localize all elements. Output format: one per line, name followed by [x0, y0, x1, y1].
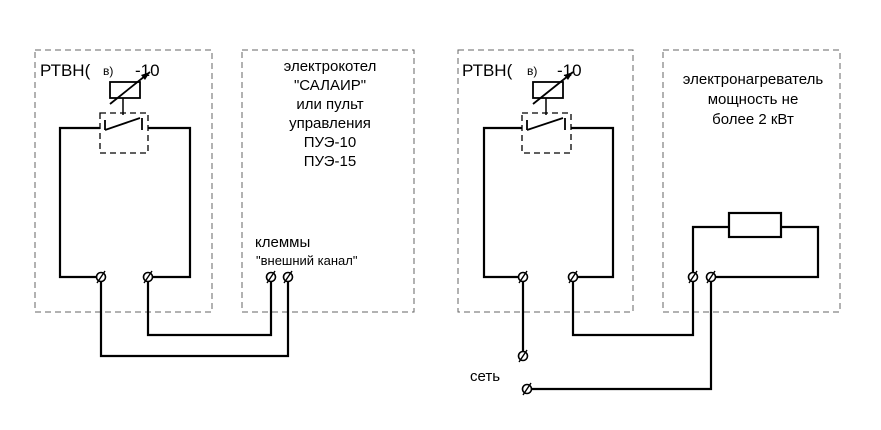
left-loop-wire-1 — [58, 126, 101, 279]
boiler-line-5: ПУЭ-10 — [304, 134, 356, 151]
left-thermostat-symbol — [99, 71, 151, 154]
right-arrowhead — [564, 72, 573, 80]
terminals-label: клеммы — [255, 234, 310, 251]
left-device-prefix: РТВН( — [40, 61, 91, 80]
left-device-mid: в) — [103, 64, 113, 78]
boiler-line-1: электрокотел — [284, 58, 377, 75]
left-scheme: РТВН( в) -10 электрокотел "С — [34, 49, 415, 358]
right-thermostat-to-heater-wire — [571, 277, 695, 337]
right-loop-wire-2 — [571, 126, 615, 279]
left-outer-wire — [99, 277, 290, 358]
external-channel-label: "внешний канал" — [256, 253, 358, 268]
right-thermostat-symbol — [521, 71, 574, 154]
heater-lead-left — [691, 225, 729, 277]
left-boiler-enclosure — [241, 49, 415, 313]
left-loop-wire-2 — [148, 126, 192, 279]
right-network-wire-2 — [527, 277, 713, 391]
network-label: сеть — [470, 368, 500, 385]
right-thermostat-enclosure — [457, 49, 634, 313]
left-inner-wire — [146, 277, 273, 337]
left-device-suffix: -10 — [135, 61, 160, 80]
boiler-line-6: ПУЭ-15 — [304, 153, 356, 170]
right-device-suffix: -10 — [557, 61, 582, 80]
right-loop-wire-1 — [482, 126, 523, 279]
boiler-line-4: управления — [289, 115, 371, 132]
right-scheme: РТВН( в) -10 — [457, 49, 841, 396]
left-contact-box — [99, 112, 149, 154]
heater-resistor — [727, 211, 783, 239]
heater-line-2: мощность не — [708, 91, 799, 108]
left-arrowhead — [141, 72, 150, 80]
right-contact-box — [521, 112, 572, 154]
right-heater-enclosure — [662, 49, 841, 313]
left-switch-blade — [104, 117, 141, 131]
heater-line-3: более 2 кВт — [712, 111, 794, 128]
boiler-line-2: "САЛАИР" — [294, 77, 366, 94]
heater-lead-right — [711, 225, 820, 279]
heater-line-1: электронагреватель — [683, 71, 824, 88]
right-device-prefix: РТВН( — [462, 61, 513, 80]
boiler-line-3: или пульт — [296, 96, 363, 113]
right-switch-blade — [526, 117, 564, 131]
right-device-mid: в) — [527, 64, 537, 78]
